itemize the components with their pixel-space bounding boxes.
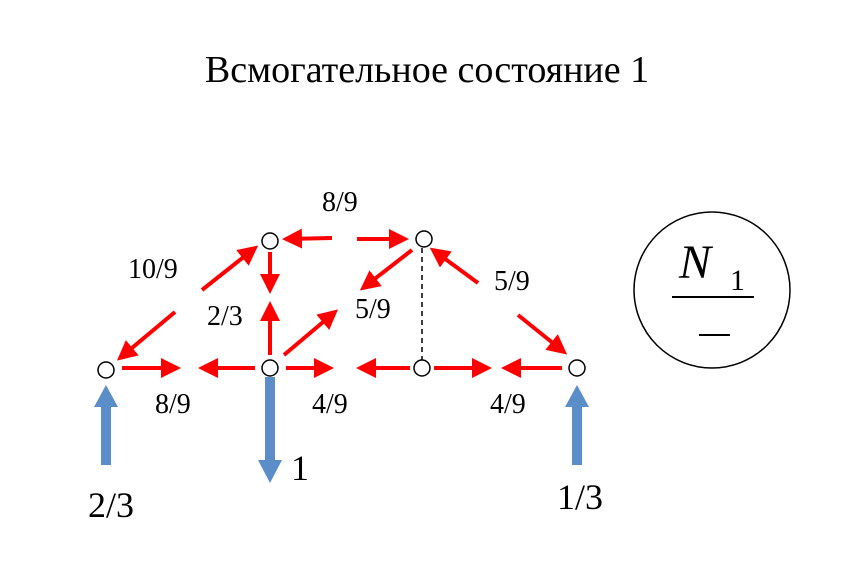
label-bottom-middle: 4/9 — [312, 389, 348, 420]
top-chord-arrows — [282, 228, 409, 249]
node-right-support — [568, 359, 586, 377]
label-bottom-left: 8/9 — [155, 389, 191, 420]
diagram-title: Всмогательное состояние 1 — [204, 49, 650, 91]
applied-load-arrow — [258, 377, 282, 483]
label-left-reaction: 2/3 — [88, 485, 134, 525]
legend-symbol: N — [678, 236, 714, 289]
node-bottom-left — [261, 359, 279, 377]
right-reaction-arrow — [565, 385, 589, 465]
left-diagonal-arrows — [116, 245, 259, 361]
truss-nodes — [97, 230, 586, 379]
sign-convention-legend: N 1 — [633, 211, 791, 369]
right-diagonal-arrows — [429, 247, 568, 355]
node-top-right — [415, 230, 433, 248]
label-right-diagonal: 5/9 — [494, 266, 530, 297]
label-right-reaction: 1/3 — [557, 477, 603, 517]
label-middle-diagonal: 5/9 — [355, 294, 391, 325]
node-top-left — [261, 232, 279, 250]
label-applied-load: 1 — [291, 448, 309, 488]
legend-subscript: 1 — [730, 264, 745, 297]
node-bottom-middle — [413, 359, 431, 377]
label-left-vertical: 2/3 — [207, 301, 243, 332]
label-left-diagonal: 10/9 — [128, 254, 178, 285]
left-reaction-arrow — [94, 385, 118, 465]
label-bottom-right: 4/9 — [490, 389, 526, 420]
node-left-support — [97, 361, 115, 379]
middle-diagonal-arrows — [282, 248, 414, 357]
label-top-chord: 8/9 — [322, 187, 358, 218]
